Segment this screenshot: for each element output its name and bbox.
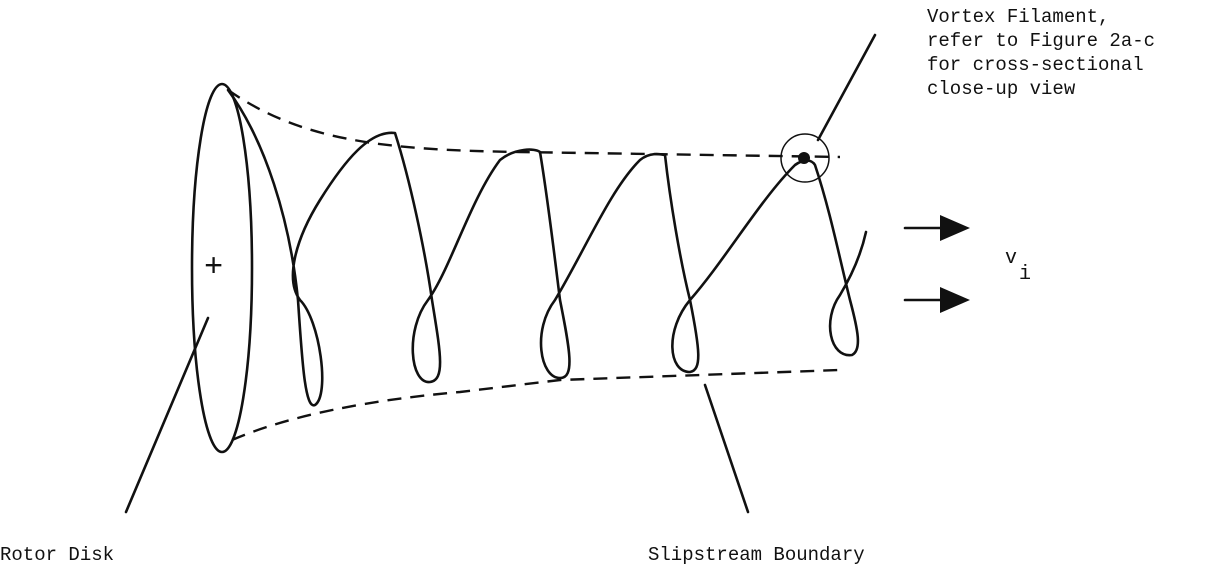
vortex-filament-label-line3: for cross-sectional bbox=[927, 54, 1144, 76]
vortex-filament-leader-line bbox=[816, 33, 877, 142]
vortex-filament-label-line1: Vortex Filament, bbox=[927, 6, 1110, 28]
vortex-filament-label-line2: refer to Figure 2a-c bbox=[927, 30, 1156, 52]
rotor-disk-leader-line bbox=[124, 316, 210, 514]
slipstream-leader-line bbox=[703, 383, 750, 514]
induced-velocity-arrow-upper bbox=[903, 215, 970, 241]
induced-velocity-subscript: i bbox=[1019, 263, 1032, 286]
rotor-center-mark: + bbox=[204, 249, 224, 286]
vortex-filament-label-line4: close-up view bbox=[927, 78, 1076, 100]
rotor-disk-label: Rotor Disk bbox=[0, 544, 115, 566]
induced-velocity-arrow-lower bbox=[903, 287, 970, 313]
slipstream-lower-boundary bbox=[231, 368, 841, 442]
vortex-filament-highlight-circle bbox=[780, 133, 830, 183]
slipstream-boundary-label: Slipstream Boundary bbox=[648, 544, 865, 566]
slipstream-upper-boundary bbox=[227, 89, 841, 159]
induced-velocity-symbol: v bbox=[1005, 247, 1018, 270]
vortex-filament-helix bbox=[226, 88, 868, 407]
rotor-disk bbox=[190, 82, 254, 454]
vortex-filament-dot bbox=[798, 152, 810, 164]
